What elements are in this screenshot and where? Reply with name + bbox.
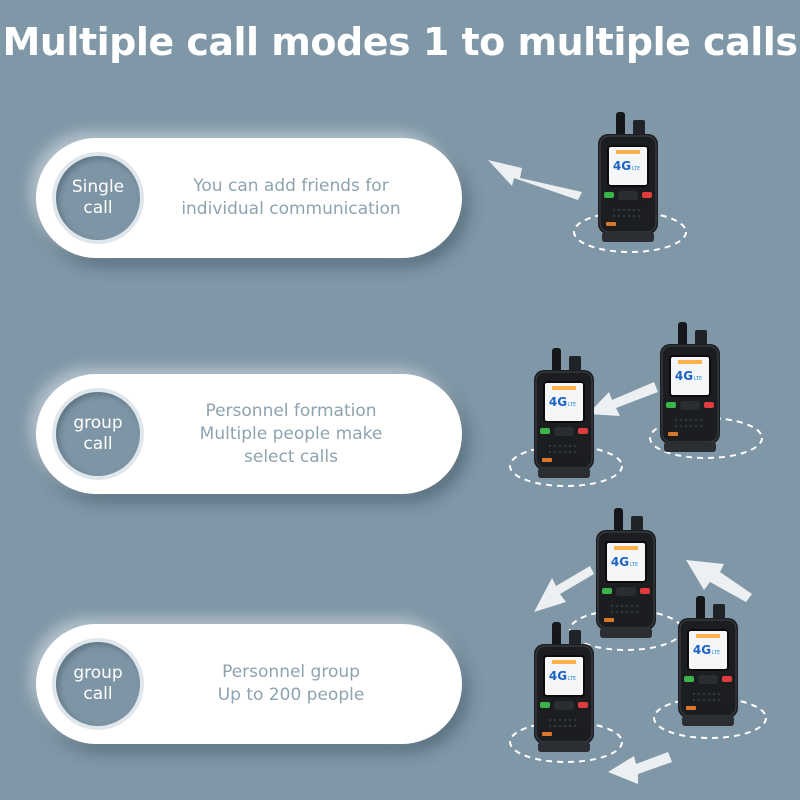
walkie-talkie-icon-5 <box>677 595 739 727</box>
single-call-badge: Single call <box>56 156 140 240</box>
dashed-ring-icon <box>573 211 687 253</box>
arrow-icon-2 <box>588 382 658 416</box>
arrow-icon-3 <box>534 566 594 612</box>
dashed-ring-icon-3 <box>649 417 763 459</box>
group-call-200-description: Personnel group Up to 200 people <box>217 662 365 705</box>
group-call-card-200: group call Personnel group Up to 200 peo… <box>36 624 462 744</box>
walkie-talkie-icon-3 <box>533 347 595 479</box>
walkie-talkie-icon-2 <box>659 321 721 453</box>
arrow-icon <box>488 160 582 200</box>
single-call-card: Single call You can add friends for indi… <box>36 138 462 258</box>
dashed-ring-icon-2 <box>509 445 623 487</box>
walkie-talkie-icon <box>597 111 659 243</box>
arrow-icon-4 <box>686 560 752 602</box>
dashed-ring-icon-6 <box>653 697 767 739</box>
dashed-ring-icon-5 <box>509 721 623 763</box>
dashed-ring-icon-4 <box>569 609 683 651</box>
walkie-talkie-icon-4 <box>595 507 657 639</box>
walkie-talkie-icon-6 <box>533 621 595 753</box>
group-call-badge-2: group call <box>56 642 140 726</box>
group-call-card-select: group call Personnel formation Multiple … <box>36 374 462 494</box>
page-title: Multiple call modes 1 to multiple calls <box>2 20 798 64</box>
single-call-description: You can add friends for individual commu… <box>181 176 401 219</box>
group-call-select-description: Personnel formation Multiple people make… <box>199 400 383 467</box>
group-call-badge: group call <box>56 392 140 476</box>
arrow-icon-5 <box>608 752 672 784</box>
